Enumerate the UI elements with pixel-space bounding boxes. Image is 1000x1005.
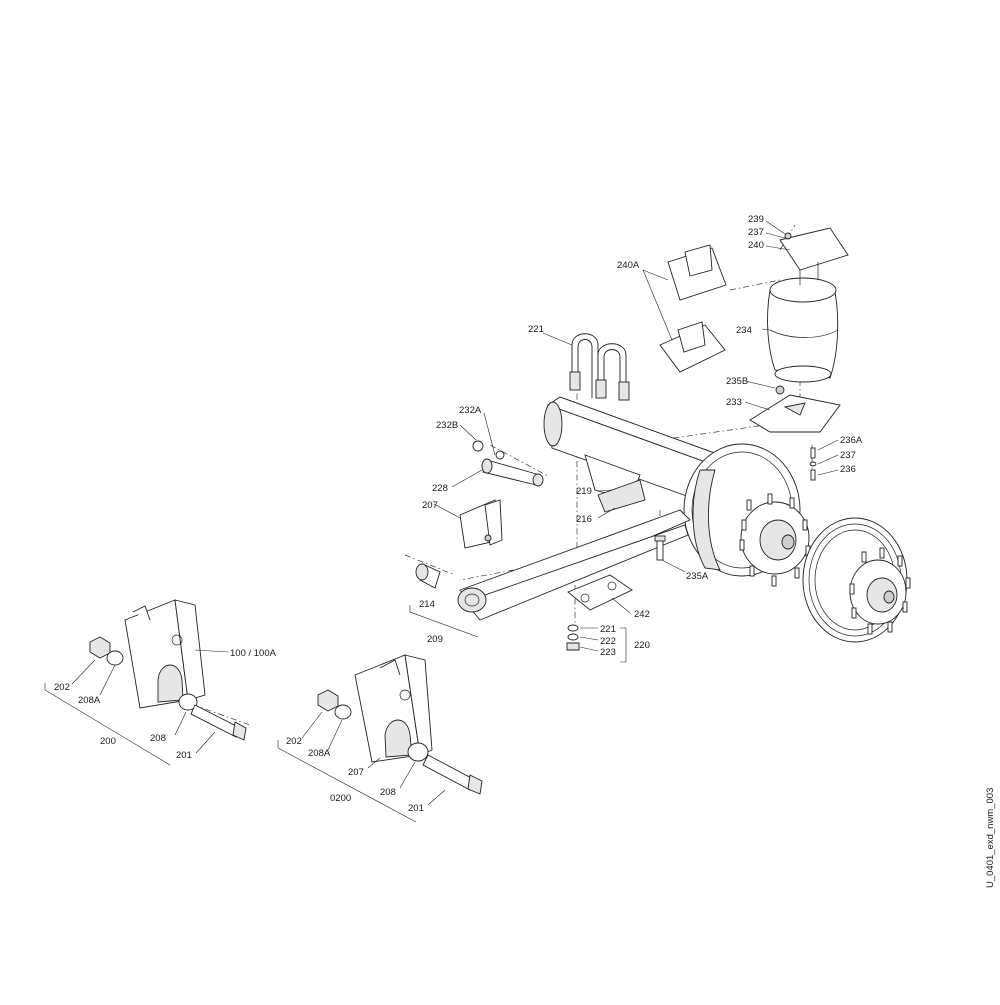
bolt-235A	[654, 535, 666, 561]
bracket-216-219	[584, 454, 646, 513]
callout-223: 223	[600, 647, 616, 658]
callout-233: 233	[726, 397, 742, 408]
wheel-stud-set-left	[739, 493, 811, 587]
callout-236: 236	[840, 464, 856, 475]
callout-222: 222	[600, 636, 616, 647]
hanger-hardware-mid	[317, 689, 483, 795]
callout-236A: 236A	[840, 435, 863, 446]
bush-214	[415, 563, 441, 589]
hanger-bracket-100	[124, 599, 206, 709]
callout-202-mid: 202	[286, 736, 302, 747]
callout-0200: 0200	[330, 793, 351, 804]
brake-disc-hub	[802, 517, 911, 643]
callout-232A: 232A	[459, 405, 482, 416]
callout-214: 214	[419, 599, 435, 610]
callout-237-top: 237	[748, 227, 764, 238]
callout-208-left: 208	[150, 733, 166, 744]
callout-209: 209	[427, 634, 443, 645]
callout-234: 234	[736, 325, 752, 336]
trailing-arm-spring	[457, 509, 691, 621]
drawing-id: U_0401_exd_nwm_003	[985, 788, 996, 888]
leader-lines	[44, 220, 839, 823]
bolts-236	[809, 447, 817, 481]
u-bolts-221	[569, 333, 630, 401]
callout-207-top: 207	[422, 500, 438, 511]
callout-202-left: 202	[54, 682, 70, 693]
shock-absorber-228	[472, 440, 544, 487]
callout-239: 239	[748, 214, 764, 225]
brake-drum-hub	[683, 443, 811, 587]
callout-labels: 239 237 240 240A 221 234 235B 233 232A 2…	[54, 214, 863, 814]
callout-232B: 232B	[436, 420, 458, 431]
air-spring-234	[767, 277, 839, 383]
bracket-240A	[659, 244, 727, 373]
callout-219: 219	[576, 486, 592, 497]
callout-240A: 240A	[617, 260, 640, 271]
callout-240: 240	[748, 240, 764, 251]
callout-235B: 235B	[726, 376, 748, 387]
plate-233	[749, 385, 841, 433]
callout-208-mid: 208	[380, 787, 396, 798]
callout-221-top: 221	[528, 324, 544, 335]
callout-235A: 235A	[686, 571, 709, 582]
wheel-stud-set-right	[849, 547, 911, 635]
top-plate-240	[779, 227, 849, 285]
callout-220: 220	[634, 640, 650, 651]
callout-208A-mid: 208A	[308, 748, 331, 759]
callout-100-100A: 100 / 100A	[230, 648, 277, 659]
hanger-hardware-left	[89, 636, 247, 741]
callout-201-mid: 201	[408, 803, 424, 814]
callout-207-bot: 207	[348, 767, 364, 778]
hanger-bracket-0200	[354, 654, 433, 763]
callout-228: 228	[432, 483, 448, 494]
axle-beam	[543, 396, 721, 506]
callout-201-left: 201	[176, 750, 192, 761]
bracket-207-top	[459, 499, 503, 549]
plate-242	[567, 574, 633, 611]
callout-200: 200	[100, 736, 116, 747]
fasteners-220	[566, 624, 580, 651]
callout-242: 242	[634, 609, 650, 620]
callout-208A-left: 208A	[78, 695, 101, 706]
callout-221-bot: 221	[600, 624, 616, 635]
callout-216: 216	[576, 514, 592, 525]
callout-237-mid: 237	[840, 450, 856, 461]
